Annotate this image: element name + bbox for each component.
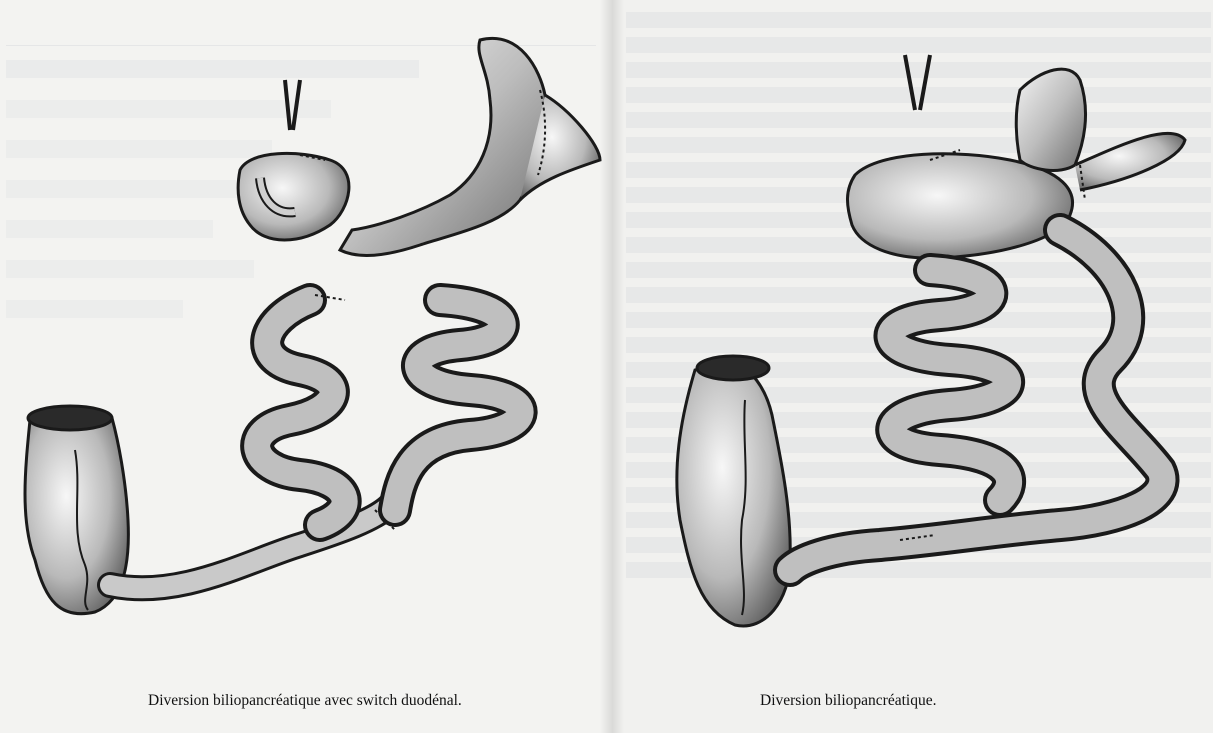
figure-duodenal-switch (25, 38, 600, 613)
colon-right (677, 356, 790, 626)
figure-biliopancreatic-diversion (677, 55, 1185, 626)
figure-caption-biliopancreatic-diversion: Diversion biliopancréatique. (760, 692, 936, 710)
figure-caption-duodenal-switch: Diversion biliopancréatique avec switch … (148, 692, 462, 710)
